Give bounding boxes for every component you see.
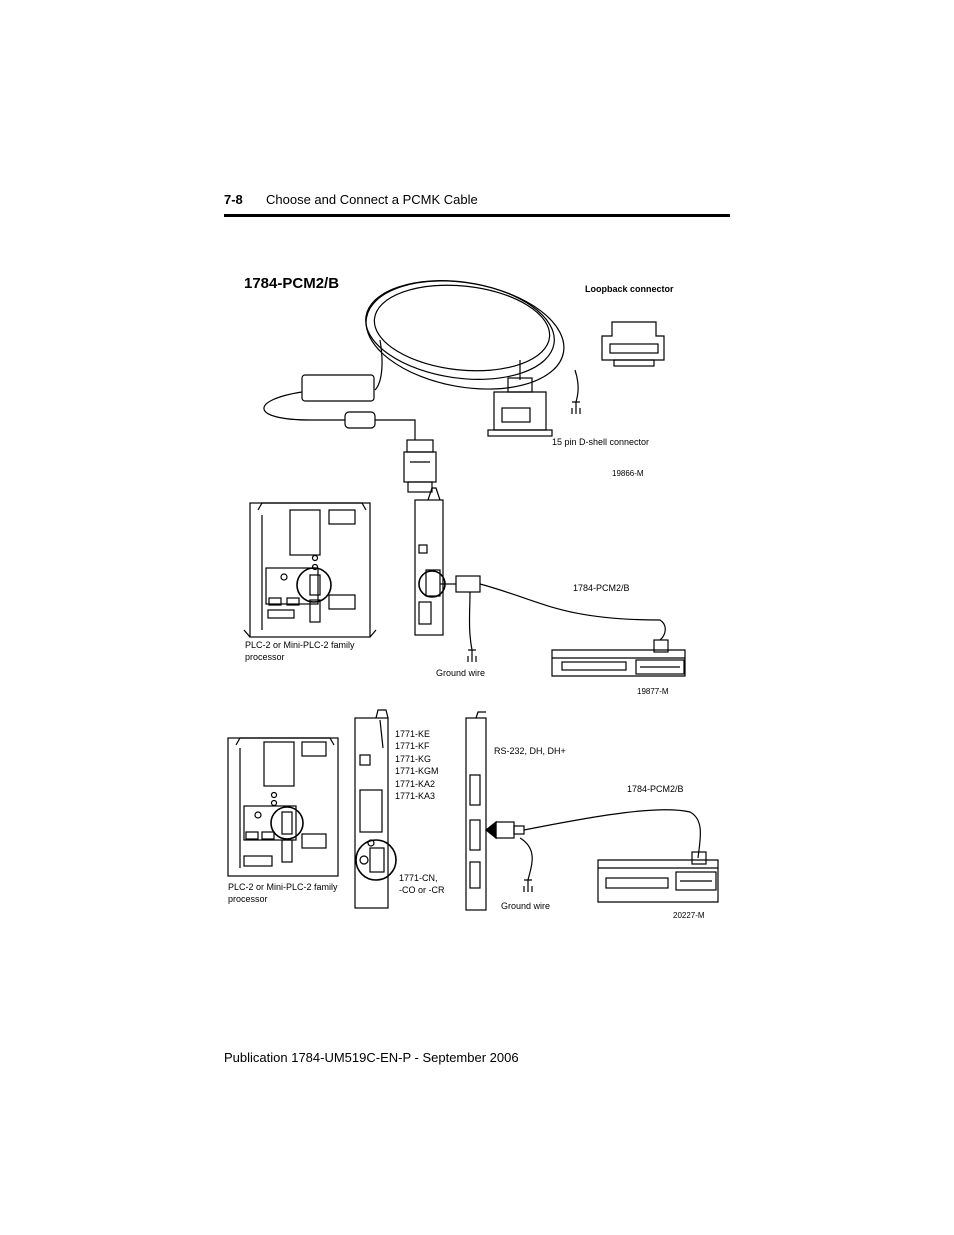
processor-label-1-line2: processor [245,652,285,662]
plc2-processor-1 [243,502,377,638]
pcm-card-reader-2 [597,851,719,903]
chapter-title: Choose and Connect a PCMK Cable [266,192,478,207]
loopback-connector-label: Loopback connector [585,284,674,294]
loopback-connector-drawing [601,321,665,367]
processor-label-2-line2: processor [228,894,268,904]
pcm-cable-drawing [263,280,581,493]
figure-id-3: 20227-M [673,911,705,920]
ground-wire-label-1: Ground wire [436,668,486,678]
processor-label-1-line1: PLC-2 or Mini-PLC-2 family [245,640,355,650]
adapter-module-2 [354,709,397,909]
adapter-model-4: 1771-KGM [395,766,439,776]
cable-label-1: 1784-PCM2/B [573,583,630,593]
rack-module-2 [465,711,701,911]
adapter-module-1 [414,487,666,662]
dshell-connector-label: 15 pin D-shell connector [552,437,650,447]
cable-label-2: 1784-PCM2/B [627,784,684,794]
publication-footer: Publication 1784-UM519C-EN-P - September… [224,1050,519,1065]
port-label: RS-232, DH, DH+ [494,746,566,756]
header-rule [224,214,730,217]
ground-wire-label-2: Ground wire [501,901,551,911]
plc2-processor-2 [227,737,339,877]
cn-label-line2: -CO or -CR [399,885,445,895]
page-number: 7-8 [224,192,243,207]
figure-id-2: 19877-M [637,687,669,696]
adapter-model-2: 1771-KF [395,741,430,751]
adapter-model-3: 1771-KG [395,754,432,764]
pcm-card-reader-1 [551,639,686,677]
processor-label-2-line1: PLC-2 or Mini-PLC-2 family [228,882,338,892]
adapter-model-1: 1771-KE [395,729,431,739]
adapter-model-6: 1771-KA3 [395,791,436,801]
cn-label-line1: 1771-CN, [399,873,438,883]
figure-id-1: 19866-M [612,469,644,478]
adapter-model-5: 1771-KA2 [395,779,436,789]
section-title: 1784-PCM2/B [244,275,340,292]
